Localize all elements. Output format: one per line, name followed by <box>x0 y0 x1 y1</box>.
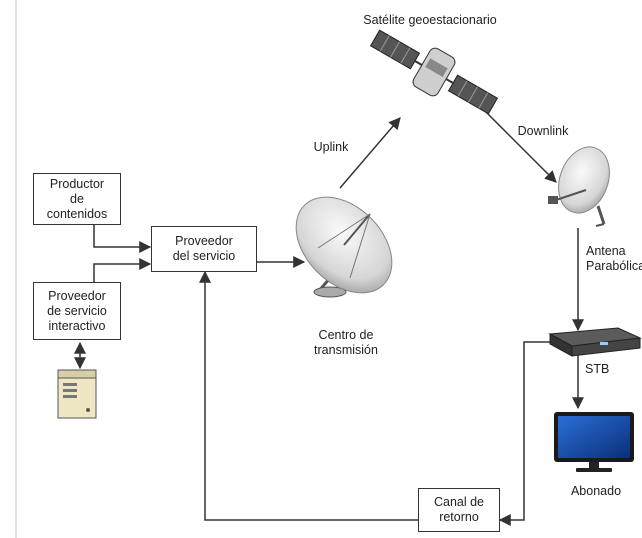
arrow-stb-to-canal <box>498 341 550 526</box>
satellite-icon <box>369 29 499 115</box>
stb-label: STB <box>585 362 610 376</box>
centro-label: Centro de transmisión <box>314 328 378 357</box>
set-top-box-icon <box>548 327 642 357</box>
canal-retorno-box: Canal de retorno <box>418 488 500 532</box>
monitor-icon <box>554 412 634 472</box>
productor-box: Productor de contenidos <box>33 173 121 225</box>
proveedor-servicio-box: Proveedor del servicio <box>151 226 257 272</box>
arrow-uplink <box>339 117 401 189</box>
arrow-downlink <box>485 111 557 183</box>
downlink-label: Downlink <box>517 124 569 138</box>
dish-receive-icon <box>548 146 610 227</box>
proveedor-interactivo-box: Proveedor de servicio interactivo <box>33 282 121 340</box>
abonado-label: Abonado <box>570 484 622 498</box>
arrow-canal-to-proveedor <box>199 270 418 521</box>
satellite-label: Satélite geoestacionario <box>363 13 497 27</box>
uplink-label: Uplink <box>313 140 349 154</box>
arrow-productor-to-proveedor <box>93 225 152 253</box>
dish-transmit-icon <box>295 196 393 298</box>
arrow-interactivo-to-proveedor <box>93 258 152 282</box>
server-icon <box>57 369 97 419</box>
antena-label: Antena Parabólica <box>586 244 642 273</box>
